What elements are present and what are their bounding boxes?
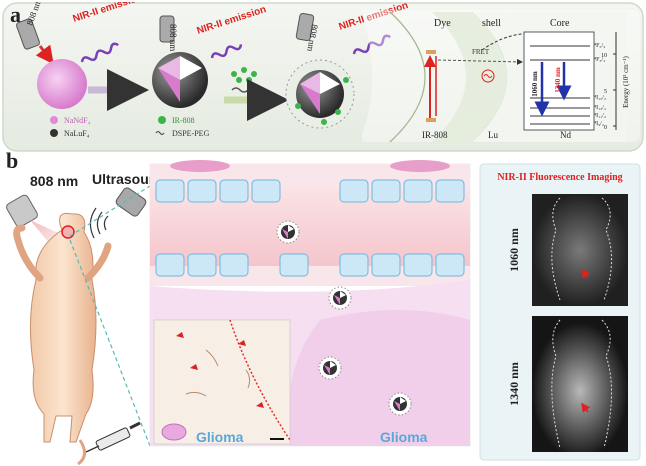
em1340-label: 1340 nm <box>554 67 562 93</box>
scale-bar <box>270 438 284 440</box>
dye-sensitized-nanoparticle: 808 nm NIR-II emission <box>285 2 410 129</box>
em1060-label: 1060 nm <box>531 71 539 97</box>
laser-device-icon <box>6 194 38 228</box>
imaging-panel: NIR-II Fluorescence Imaging 1060 nm 1340… <box>479 163 641 461</box>
laser-source-icon <box>16 18 40 50</box>
ir808-label: IR-808 <box>422 130 448 140</box>
ultrasound-label: Ultrasound <box>92 171 166 187</box>
energy-tick-5: 5 <box>604 89 607 95</box>
endothelial-row-2 <box>155 253 465 277</box>
level-i92: ⁴I₉/₂ <box>594 121 604 127</box>
syringe-icon <box>85 421 141 453</box>
lu-label: Lu <box>488 130 498 140</box>
panel-a: a 808 nm NIR-II emission 808 nm NIR-II e… <box>2 2 644 152</box>
endothelial-row-1 <box>155 179 465 203</box>
laser-label-b: 808 nm <box>30 173 78 189</box>
emission-wave-icon <box>80 42 119 63</box>
glioma-site <box>61 225 75 239</box>
legend: NaNdF₄ NaLuF₄ IR-808 DSPE-PEG <box>50 116 210 138</box>
energy-axis-label: Energy (10³ cm⁻¹) <box>622 55 630 107</box>
laser-label-3: 808 nm <box>305 24 320 53</box>
energy-diagram: Dye shell Core FRET IR-808 Lu Nd 1060 nm… <box>362 10 640 143</box>
histology-inset <box>153 319 291 445</box>
legend-shell: NaLuF₄ <box>64 129 90 138</box>
imaging-title: NIR-II Fluorescence Imaging <box>497 172 622 183</box>
energy-tick-10: 10 <box>601 53 607 59</box>
ir808-dye-dots <box>231 67 257 93</box>
legend-dye: IR-808 <box>172 116 195 125</box>
shell-label: shell <box>482 18 501 29</box>
rat-illustration <box>13 212 112 466</box>
image-label-1340: 1340 nm <box>507 362 521 406</box>
brain-section-icon <box>161 423 187 441</box>
legend-peg: DSPE-PEG <box>172 129 210 138</box>
nanoparticle-3 <box>318 356 342 380</box>
level-f52: ⁴F₅/₂ <box>594 43 605 49</box>
laser-beam-icon <box>35 44 54 65</box>
glioma-label-2: Glioma <box>380 429 428 445</box>
emission-wave-icon-3 <box>352 34 391 55</box>
nanoparticle-2 <box>328 286 352 310</box>
core-label: Core <box>550 18 570 29</box>
legend-core: NaNdF₄ <box>64 116 91 125</box>
energy-tick-0: 0 <box>604 125 607 131</box>
panel-b-label: b <box>6 150 18 173</box>
blood-vessel <box>150 188 470 266</box>
core-sphere <box>37 59 87 109</box>
panel-b: b 808 nm Ultrasound <box>6 150 641 466</box>
level-i132: ⁴I₁₃/₂ <box>594 105 606 111</box>
fluorescence-image-1340 <box>532 316 628 452</box>
emission-wave-icon-2 <box>210 44 243 59</box>
level-i112: ⁴I₁₁/₂ <box>594 113 606 119</box>
nanoparticle-1 <box>276 220 300 244</box>
level-f32: ⁴F₃/₂ <box>594 57 605 63</box>
nd-label: Nd <box>560 130 571 140</box>
panel-a-label: a <box>10 2 21 27</box>
fluorescence-image-1060 <box>532 194 628 306</box>
glioma-label-1: Glioma <box>196 429 244 445</box>
ultrasound-wave-icon <box>89 207 109 239</box>
image-label-1060: 1060 nm <box>507 228 521 272</box>
dye-label: Dye <box>434 18 451 29</box>
laser-source-icon-3 <box>295 12 315 42</box>
nanoparticle-4 <box>388 392 412 416</box>
laser-source-icon-2 <box>159 15 175 43</box>
level-i152: ⁴I₁₅/₂ <box>594 95 606 101</box>
laser-label-2: 808 nm <box>168 24 178 51</box>
fret-label: FRET <box>472 48 490 56</box>
